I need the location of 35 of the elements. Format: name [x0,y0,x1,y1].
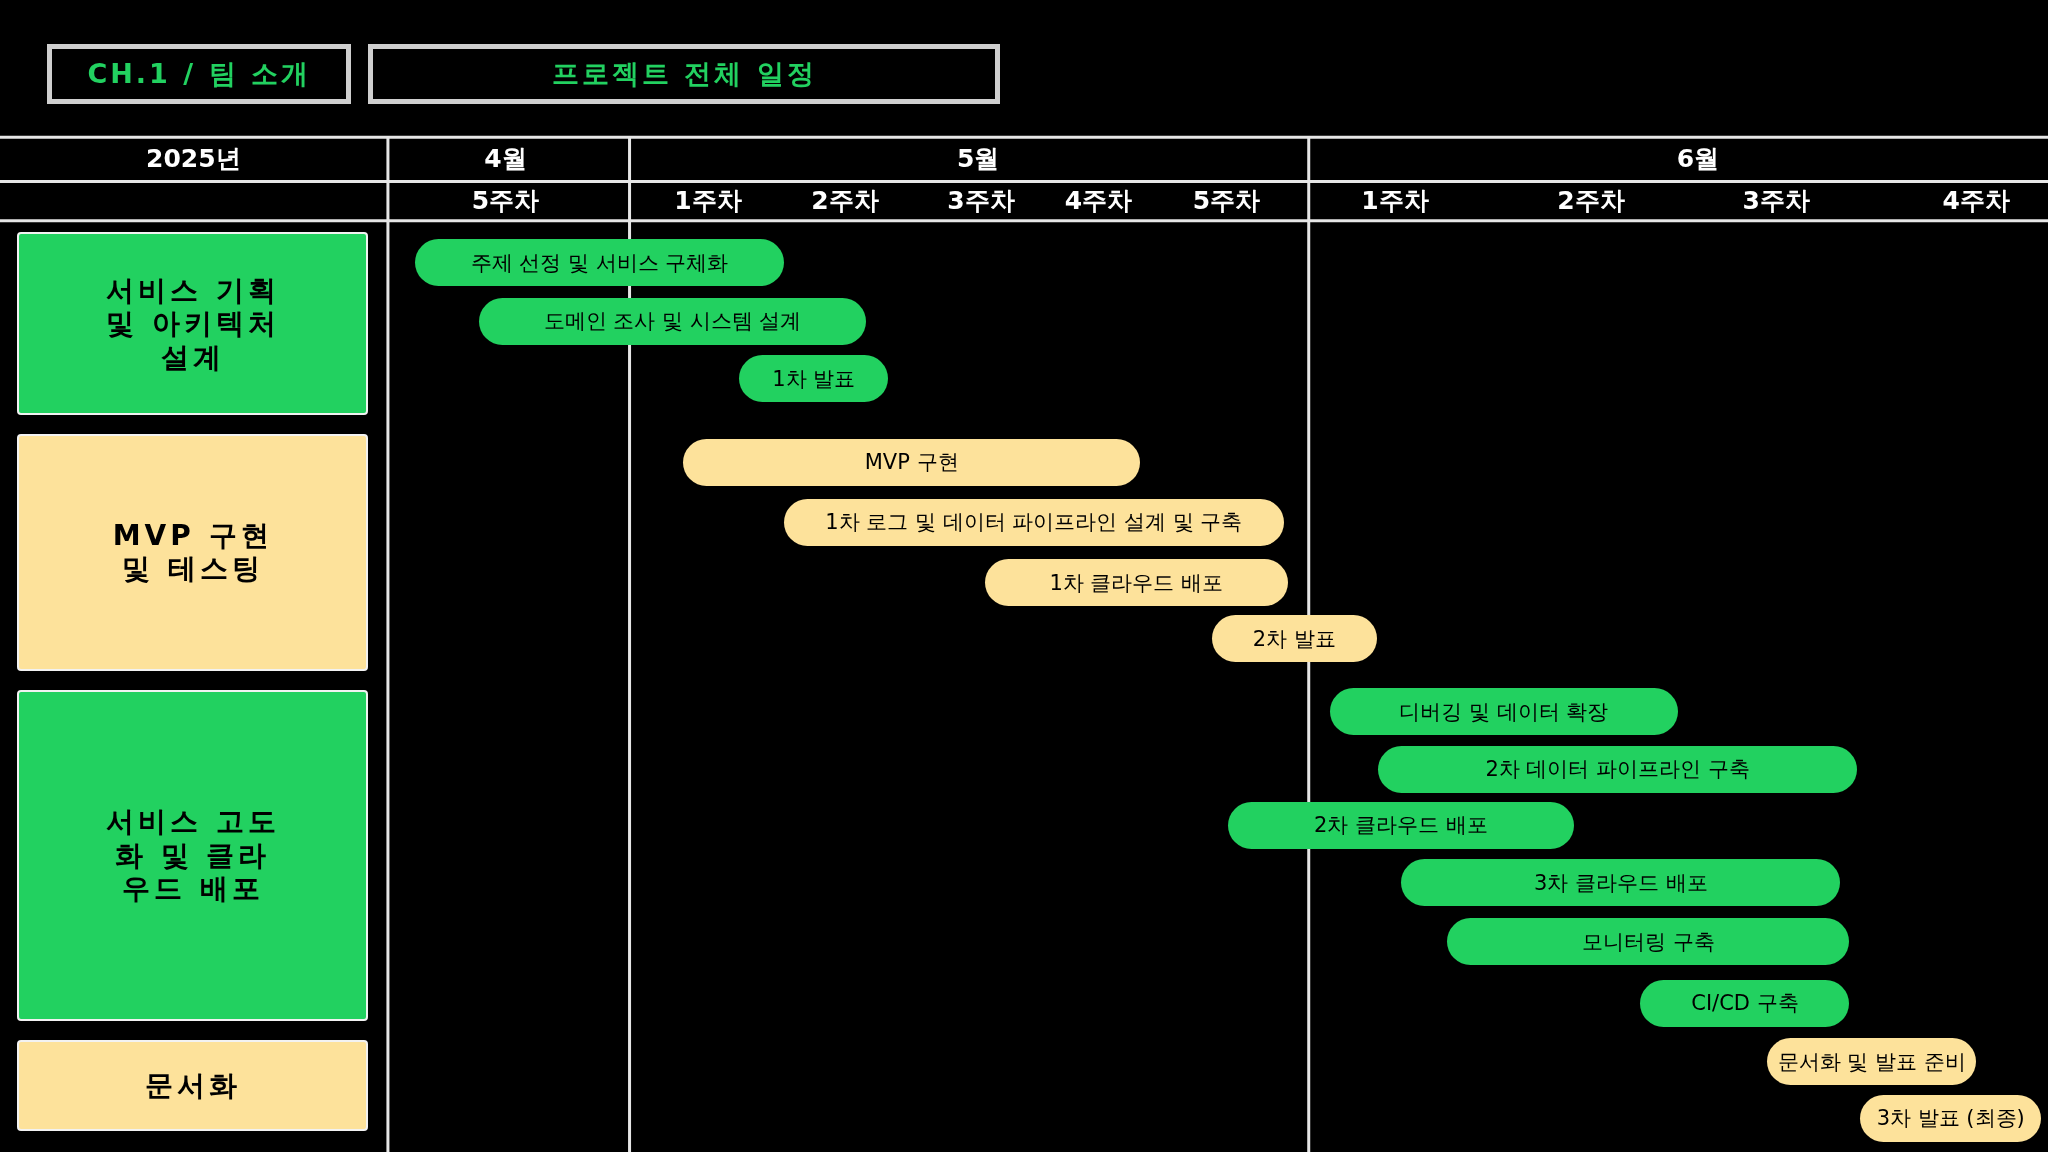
task-bar: 디버깅 및 데이터 확장 [1329,688,1679,736]
category-box: 서비스 고도화 및 클라우드 배포 [16,689,369,1022]
task-bar: MVP 구현 [683,438,1141,486]
week-header: 5주차 [1192,184,1261,217]
week-header: 1주차 [674,184,742,217]
month-header: 6월 [1676,142,1720,175]
month-header: 5월 [957,142,1000,175]
task-bar: 3차 발표 (최종) [1859,1094,2042,1142]
task-bar: 1차 발표 [739,355,889,403]
category-box: MVP 구현 및 테스팅 [16,433,369,672]
category-box: 문서화 [16,1039,369,1132]
week-header: 2주차 [811,184,879,217]
title-box: 프로젝트 전체 일정 [368,44,1001,105]
task-bar: 2차 발표 [1212,615,1377,663]
task-bar: 2차 데이터 파이프라인 구축 [1377,745,1858,793]
task-bar: CI/CD 구축 [1640,979,1850,1027]
title-box: CH.1 / 팀 소개 [47,44,352,105]
month-header: 4월 [484,142,527,175]
week-header: 5주차 [471,184,540,217]
task-bar: 문서화 및 발표 준비 [1767,1038,1977,1086]
week-header: 3주차 [947,184,1015,217]
category-box: 서비스 기획 및 아키텍처 설계 [16,232,369,416]
week-header: 4주차 [1064,184,1133,217]
week-header: 1주차 [1361,184,1429,217]
week-header: 4주차 [1942,184,2010,217]
task-bar: 1차 클라우드 배포 [984,559,1288,607]
task-bar: 도메인 조사 및 시스템 설계 [479,297,866,345]
task-bar: 2차 클라우드 배포 [1227,801,1574,849]
task-bar: 모니터링 구축 [1447,918,1850,966]
week-header: 3주차 [1742,184,1810,217]
year-header: 2025년 [146,142,241,175]
task-bar: 1차 로그 및 데이터 파이프라인 설계 및 구축 [783,498,1284,546]
task-bar: 주제 선정 및 서비스 구체화 [415,239,784,287]
task-bar: 3차 클라우드 배포 [1401,859,1841,907]
week-header: 2주차 [1557,184,1625,217]
